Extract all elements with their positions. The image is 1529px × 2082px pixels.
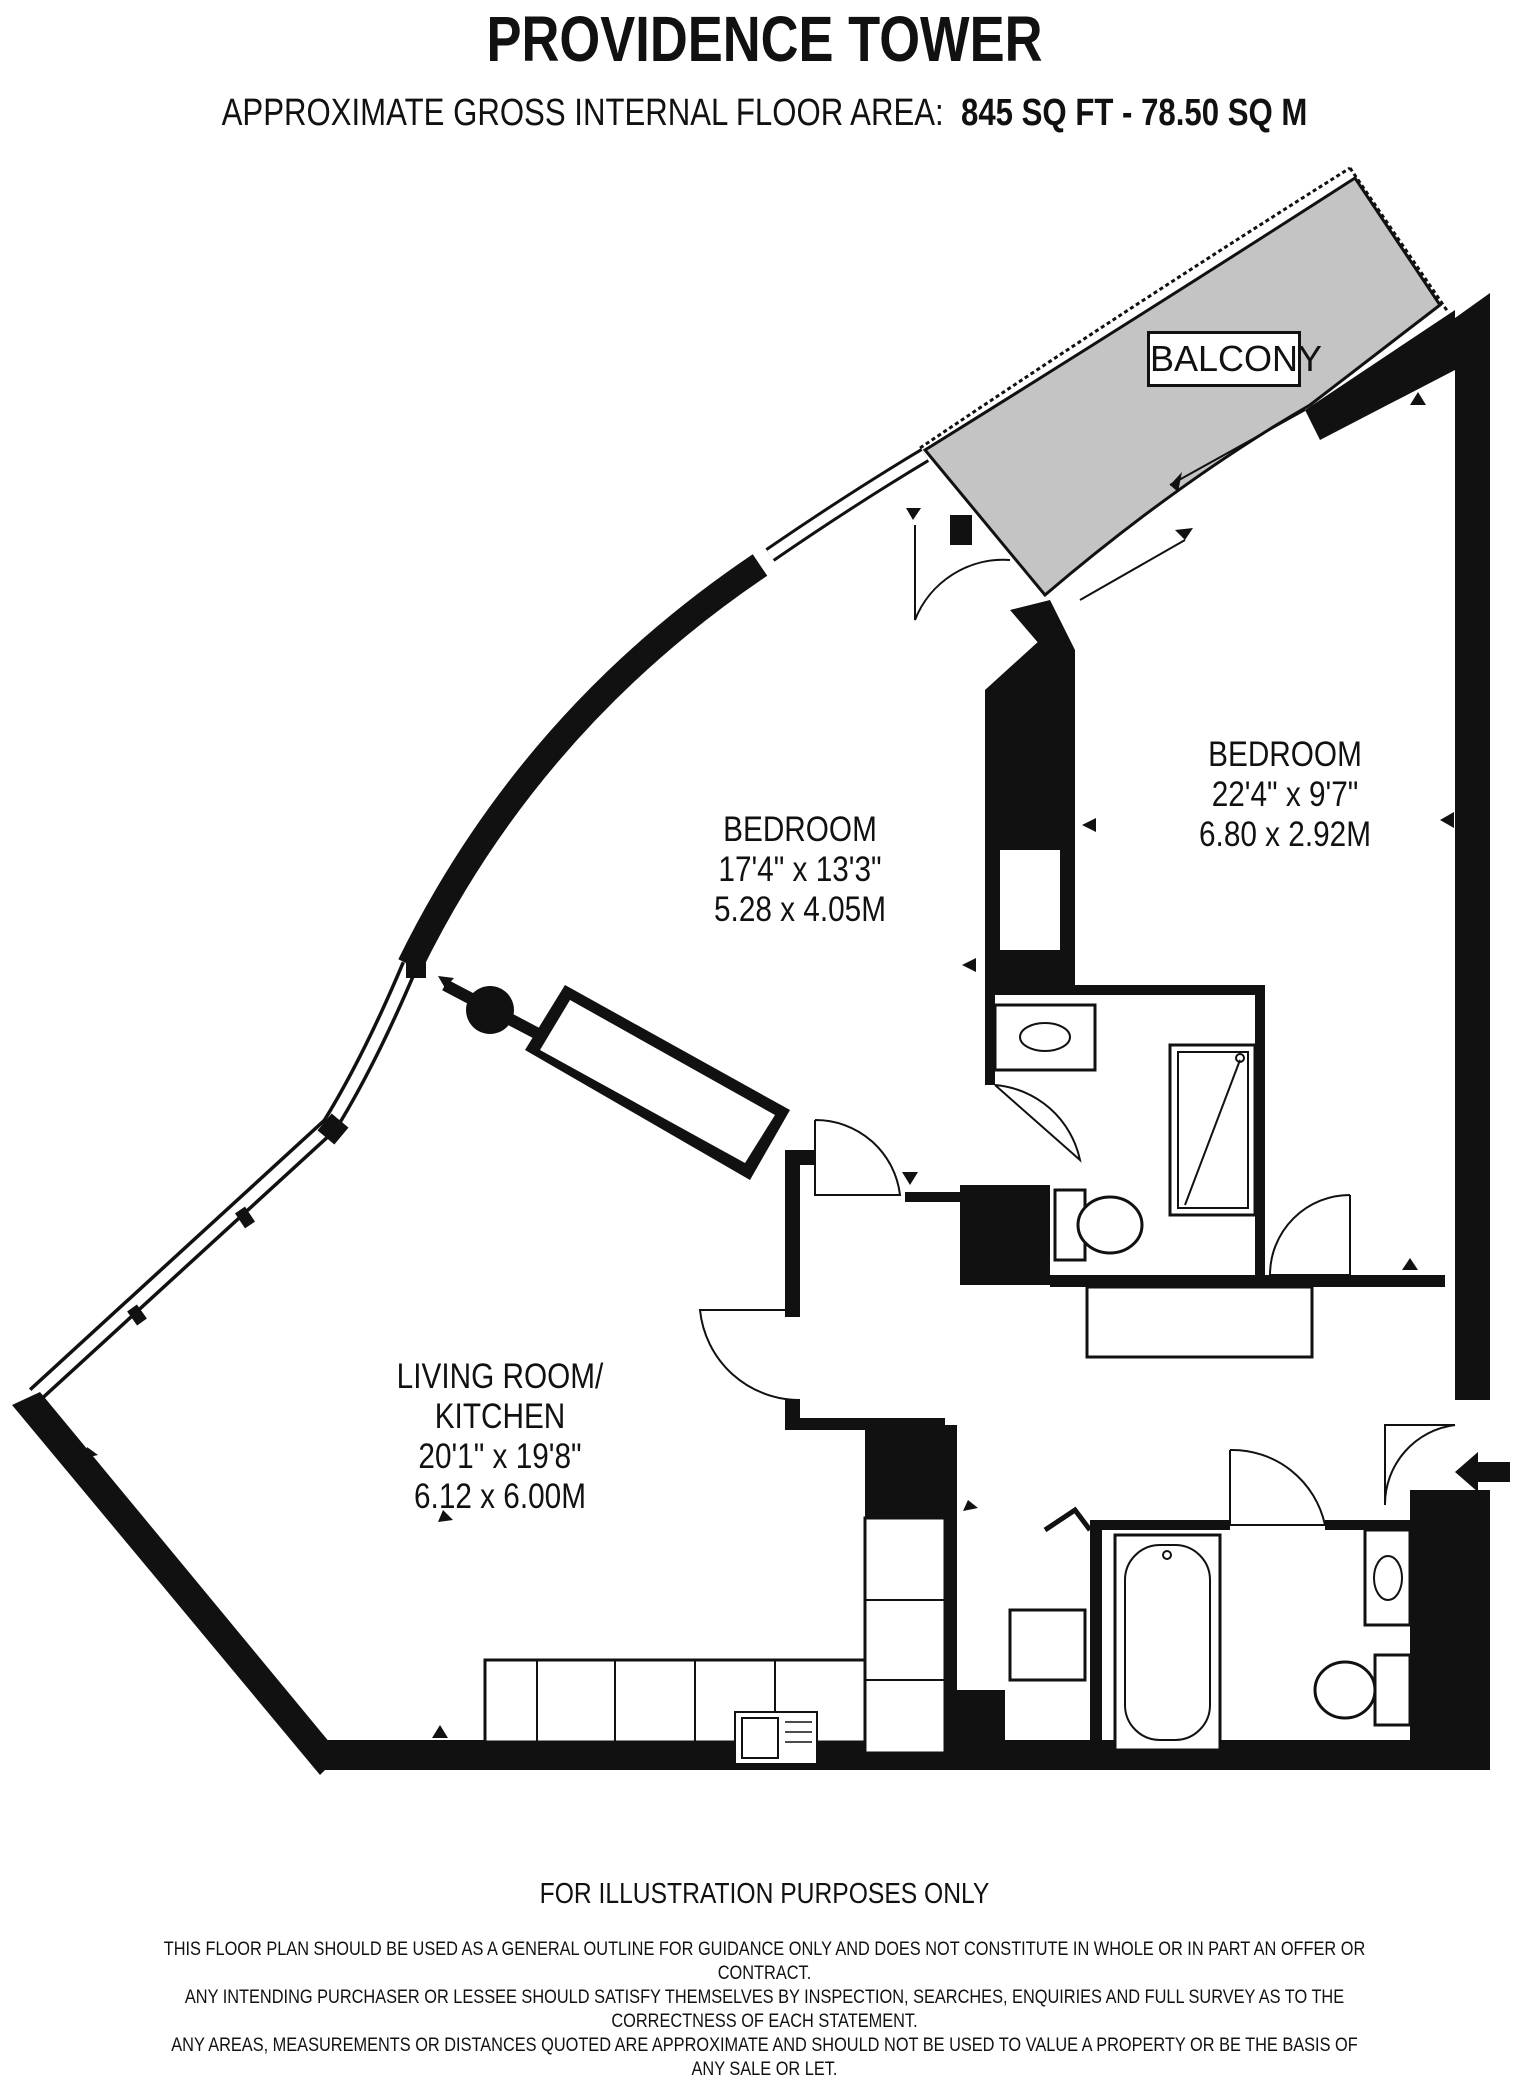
bath	[1113, 1533, 1222, 1752]
room-name: BEDROOM	[1208, 735, 1362, 774]
external-wall-southwest	[12, 1392, 340, 1775]
door-bedroom2	[1268, 1194, 1351, 1276]
balcony-balustrade	[919, 166, 1351, 450]
room-size-imperial: 20'1" x 19'8"	[418, 1437, 582, 1476]
door-hall-bedroom1	[814, 1118, 902, 1196]
disclaimer: THIS FLOOR PLAN SHOULD BE USED AS A GENE…	[159, 1938, 1371, 2082]
wall-kitchen-column	[865, 1418, 945, 1518]
kitchen-worktop	[483, 1658, 867, 1744]
external-wall-curved	[398, 554, 768, 971]
room-label-balcony: BALCONY	[1147, 331, 1322, 387]
room-size-metric: 5.28 x 4.05M	[714, 890, 886, 929]
illustration-note: FOR ILLUSTRATION PURPOSES ONLY	[539, 1878, 990, 1910]
disclaimer-line-1: THIS FLOOR PLAN SHOULD BE USED AS A GENE…	[163, 1939, 1366, 1984]
room-label-bedroom-1: BEDROOM 17'4" x 13'3" 5.28 x 4.05M	[681, 810, 919, 930]
wall-bathroom	[1090, 1520, 1102, 1755]
wardrobe	[1085, 1285, 1314, 1359]
hall-cupboard	[1008, 1608, 1087, 1682]
ensuite-basin	[993, 1003, 1097, 1072]
bathroom-toilet	[1373, 1653, 1412, 1727]
floor-area-summary: APPROXIMATE GROSS INTERNAL FLOOR AREA: 8…	[138, 92, 1392, 135]
room-size-imperial: 17'4" x 13'3"	[718, 850, 882, 889]
room-name: BEDROOM	[723, 810, 877, 849]
plan-title: PROVIDENCE TOWER	[486, 3, 1043, 75]
kitchen-sink	[734, 1711, 818, 1765]
room-size-metric: 6.80 x 2.92M	[1199, 815, 1371, 854]
disclaimer-line-3: ANY AREAS, MEASUREMENTS OR DISTANCES QUO…	[171, 2035, 1358, 2080]
door-bedroom1	[914, 525, 1011, 621]
room-label-living-kitchen: LIVING ROOM/ KITCHEN 20'1" x 19'8" 6.12 …	[373, 1357, 628, 1517]
room-label-bedroom-2: BEDROOM 22'4" x 9'7" 6.80 x 2.92M	[1158, 735, 1413, 855]
wall-hall-west	[785, 1160, 800, 1310]
door-ensuite	[994, 1084, 1082, 1163]
bathroom-basin	[1363, 1528, 1412, 1627]
wall-ensuite	[985, 985, 1265, 995]
room-size-imperial: 22'4" x 9'7"	[1211, 775, 1359, 814]
room-name-line2: KITCHEN	[434, 1397, 566, 1436]
door-living	[698, 1309, 801, 1402]
room-size-metric: 6.12 x 6.00M	[414, 1477, 586, 1516]
floor-area-value: 845 SQ FT - 78.50 SQ M	[960, 92, 1308, 134]
room-name-line1: LIVING ROOM/	[396, 1357, 604, 1396]
door-bathroom	[1229, 1448, 1327, 1526]
disclaimer-line-2: ANY INTENDING PURCHASER OR LESSEE SHOULD…	[184, 1987, 1345, 2032]
door-entrance	[1383, 1424, 1456, 1506]
entrance-arrow-icon	[1455, 1452, 1510, 1492]
floor-area-label: APPROXIMATE GROSS INTERNAL FLOOR AREA:	[221, 92, 944, 134]
